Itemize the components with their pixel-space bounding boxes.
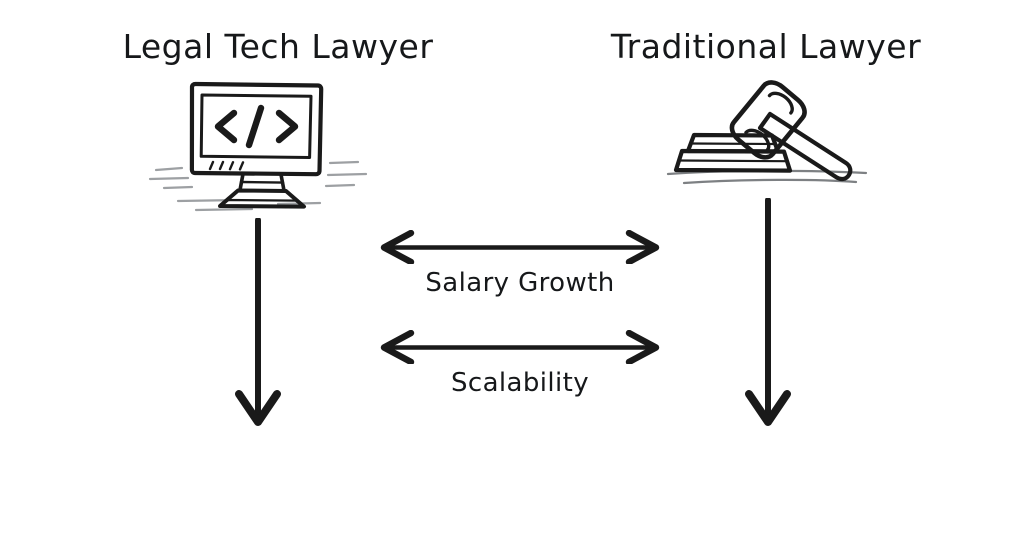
monitor-bezel (189, 81, 324, 177)
comparison-row-salary-growth: Salary Growth (370, 230, 670, 296)
comparison-label-salary-growth: Salary Growth (425, 268, 615, 298)
monitor-base-line (225, 198, 300, 202)
sound-block (673, 132, 793, 173)
comparison-label-scalability: Scalability (450, 368, 590, 398)
monitor-screen (199, 93, 313, 159)
monitor-neck-line (239, 180, 285, 184)
gavel-handle (757, 111, 853, 182)
speed-lines-right (324, 160, 368, 188)
monitor-base (218, 188, 306, 209)
scalability-double-arrow (380, 330, 660, 364)
comparison-row-scalability: Scalability (370, 330, 670, 396)
code-glyph (214, 104, 299, 149)
computer-monitor-code-icon (148, 78, 368, 213)
monitor-vents (208, 160, 245, 171)
left-column-down-arrow (228, 217, 288, 430)
speed-lines-left (148, 166, 194, 190)
gavel-and-sound-block-icon (650, 78, 890, 203)
salary-growth-double-arrow (380, 230, 660, 264)
right-column-down-arrow (738, 197, 798, 430)
column-title-traditional-lawyer: Traditional Lawyer (610, 27, 922, 66)
column-title-legal-tech-lawyer: Legal Tech Lawyer (122, 27, 434, 66)
